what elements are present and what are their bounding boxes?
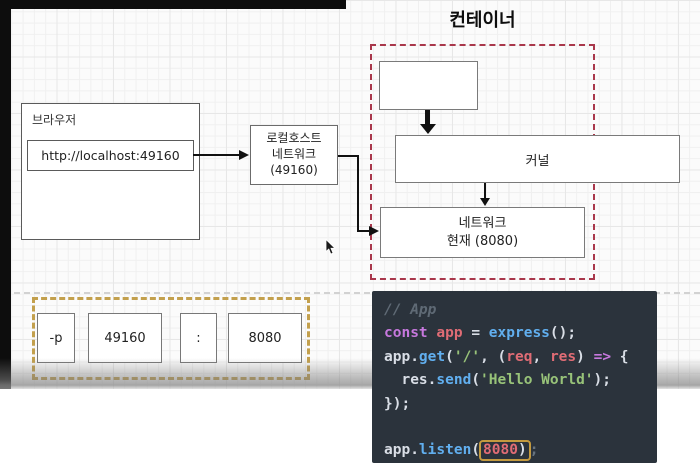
kernel-box: 커널 (395, 135, 680, 183)
elbow-arrow-head (369, 226, 379, 236)
code-token: listen (418, 442, 472, 459)
code-token: (); (549, 325, 577, 342)
container-title: 컨테이너 (449, 10, 516, 31)
code-line: const app = express(); (384, 322, 657, 345)
code-token: ( (445, 348, 454, 365)
localhost-network-box: 로컬호스트 네트워크 (49160) (250, 125, 338, 185)
arrow-browser-to-localhost-line (193, 154, 240, 156)
network-text: 네트워크 현재 (8080) (447, 215, 518, 250)
code-token: req (506, 348, 533, 365)
network-line1: 네트워크 (458, 215, 507, 231)
browser-label: 브라우저 (32, 113, 77, 127)
video-top-edge (0, 0, 346, 9)
kernel-to-network-line (484, 183, 486, 199)
code-token: '/' (453, 348, 481, 365)
elbow-arrow-h2 (357, 230, 370, 232)
host-port-box: 49160 (88, 313, 162, 363)
mouse-cursor-icon (325, 238, 337, 260)
localhost-line1: 로컬호스트 (266, 131, 322, 146)
code-token: , ( (480, 348, 507, 365)
port-separator-box: : (180, 313, 217, 363)
code-token: send (436, 372, 472, 389)
code-line: app.listen(8080); (384, 439, 657, 462)
code-token: ) (576, 348, 594, 365)
code-token: ( (471, 442, 481, 459)
network-box: 네트워크 현재 (8080) (380, 207, 585, 258)
code-token: get (418, 348, 446, 365)
code-token: 8080 (483, 442, 518, 459)
code-token: { (611, 348, 629, 365)
code-line: app.get('/', (req, res) => { (384, 346, 657, 369)
elbow-arrow-h1 (338, 155, 359, 157)
code-token: const (384, 325, 428, 342)
network-line2: 현재 (8080) (446, 233, 519, 249)
code-token: => (593, 348, 612, 365)
code-token: app. (384, 348, 419, 365)
code-token: = (462, 325, 489, 342)
code-line (384, 416, 657, 439)
container-empty-box (379, 61, 478, 110)
code-token: res (549, 348, 577, 365)
code-token: app. (384, 442, 419, 459)
port-flag-box: -p (37, 313, 75, 363)
code-token: ); (593, 372, 612, 389)
code-token: 'Hello World' (480, 372, 594, 389)
thick-arrow-line (425, 110, 430, 125)
localhost-line3: (49160) (270, 162, 318, 177)
code-token: app (436, 325, 463, 342)
arrow-browser-to-localhost-head (239, 150, 249, 160)
code-line: }); (384, 393, 657, 416)
localhost-line2: 네트워크 (271, 147, 317, 162)
thick-arrow-head (420, 124, 436, 134)
localhost-network-text: 로컬호스트 네트워크 (49160) (266, 131, 321, 178)
page-boundary-dashed-line (14, 292, 700, 294)
code-token: }); (384, 395, 411, 412)
code-token: , (532, 348, 550, 365)
url-box: http://localhost:49160 (27, 140, 194, 171)
container-port-box: 8080 (228, 313, 302, 363)
code-token: // App (384, 302, 437, 318)
code-token: ; (529, 442, 539, 459)
browser-box: 브라우저 http://localhost:49160 (21, 103, 200, 240)
code-highlight-box: 8080) (479, 440, 531, 462)
code-token: ) (517, 442, 527, 459)
code-line: res.send('Hello World'); (384, 369, 657, 392)
code-token: ( (471, 372, 481, 389)
code-token: res. (384, 372, 437, 389)
elbow-arrow-v (357, 155, 359, 232)
code-line: // App (384, 299, 657, 322)
code-token: express (488, 325, 550, 342)
kernel-to-network-head (480, 198, 490, 206)
video-left-edge (0, 0, 11, 389)
